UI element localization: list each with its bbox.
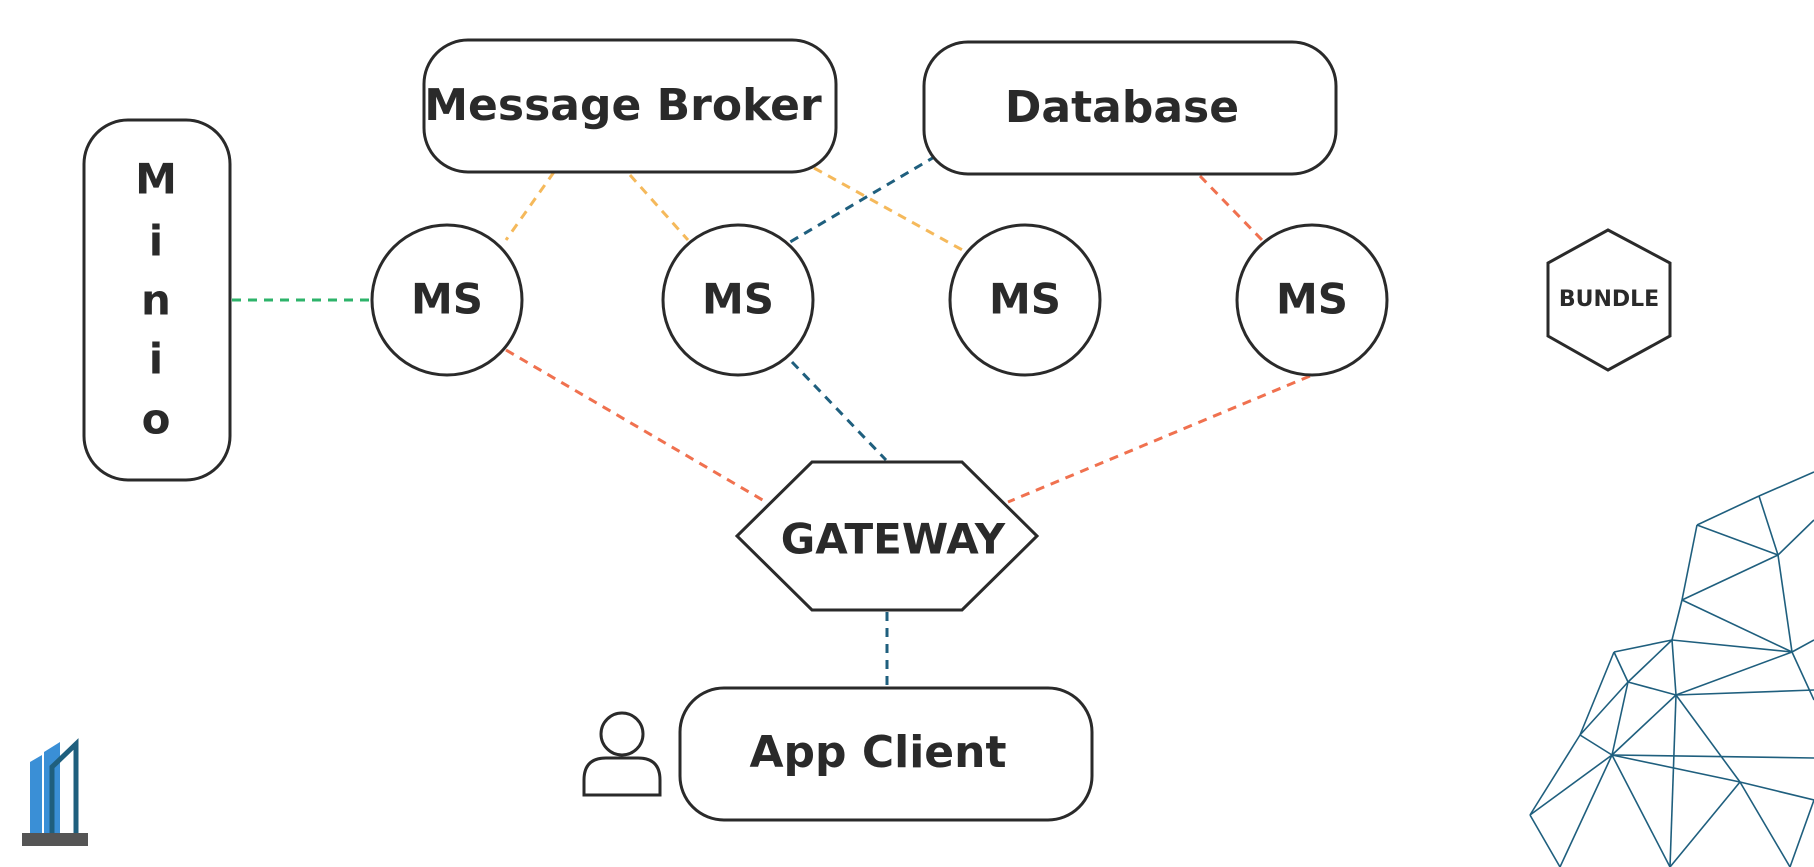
bundle-node: BUNDLE: [1546, 228, 1672, 372]
building-logo-icon: [22, 738, 88, 846]
edge-ms4-gateway: [1007, 374, 1311, 504]
edge-broker-ms1: [504, 171, 556, 241]
minio-letter: M: [135, 155, 177, 204]
minio-letter: o: [142, 395, 171, 444]
edge-ms2-gateway: [790, 360, 888, 462]
app-client-label: App Client: [749, 727, 1006, 778]
ms-label: MS: [989, 275, 1061, 324]
edge-ms1-gateway: [505, 348, 767, 504]
polygon-mesh-icon: [1529, 471, 1814, 867]
minio-letter: i: [149, 335, 163, 384]
ms-node-2: MS: [661, 223, 815, 377]
gateway-label: GATEWAY: [781, 515, 1006, 564]
ms-node-4: MS: [1235, 223, 1389, 377]
edge-db-ms2: [789, 154, 937, 244]
edge-db-ms4: [1198, 174, 1264, 242]
app-client-node: App Client: [678, 686, 1094, 822]
ms-node-1: MS: [370, 223, 524, 377]
user-icon: [582, 711, 662, 797]
database-label: Database: [1005, 82, 1239, 133]
message-broker-label: Message Broker: [424, 80, 822, 131]
edges: [232, 154, 1311, 688]
bundle-label: BUNDLE: [1559, 287, 1659, 312]
ms-label: MS: [1276, 275, 1348, 324]
minio-node: M i n i o: [82, 118, 232, 482]
minio-letter: i: [149, 217, 163, 266]
edge-broker-ms2: [628, 174, 690, 241]
message-broker-node: Message Broker: [422, 38, 838, 174]
ms-node-3: MS: [948, 223, 1102, 377]
ms-label: MS: [702, 275, 774, 324]
gateway-node: GATEWAY: [734, 460, 1040, 612]
minio-letter: n: [141, 276, 171, 325]
edge-broker-ms3: [813, 166, 967, 254]
ms-label: MS: [411, 275, 483, 324]
database-node: Database: [922, 40, 1338, 176]
